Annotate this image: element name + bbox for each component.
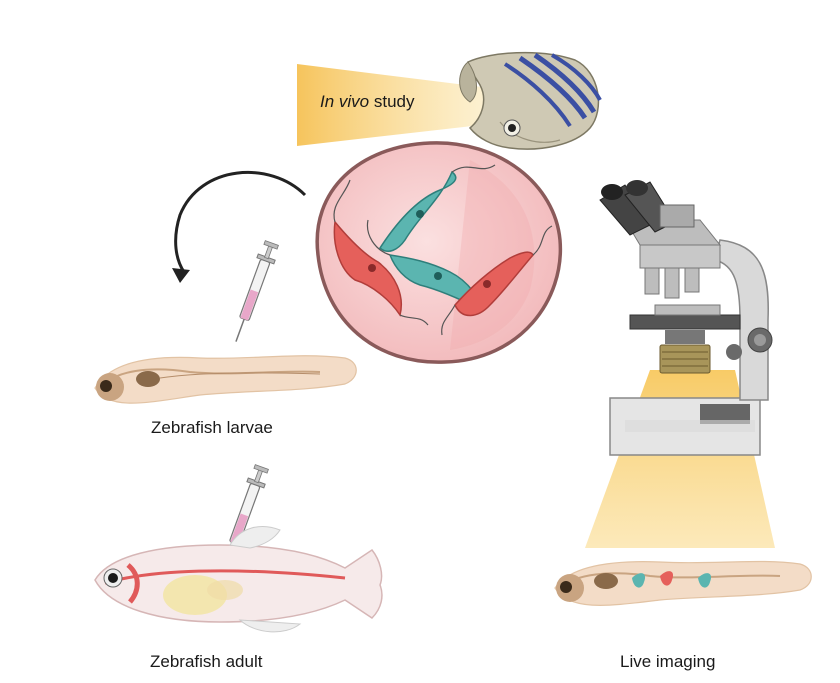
- zebrafish-larva-icon: [554, 560, 812, 606]
- in-vivo-italic: In vivo: [320, 92, 370, 111]
- curved-arrow-icon: [172, 170, 307, 283]
- zebrafish-larva-icon: [94, 355, 357, 404]
- parasite-cell-icon: [315, 141, 563, 364]
- zebrafish-adult-icon: [94, 526, 383, 633]
- live-imaging-label: Live imaging: [620, 652, 716, 671]
- zebrafish-adult-label: Zebrafish adult: [150, 652, 263, 671]
- zebrafish-larvae-label: Zebrafish larvae: [151, 418, 273, 437]
- zebrafish-icon: [459, 51, 602, 150]
- study-light-beam: [297, 64, 490, 146]
- syringe-icon: [235, 240, 279, 342]
- in-vivo-study-label: In vivo study: [320, 92, 415, 112]
- study-text: study: [369, 92, 415, 111]
- microscope-icon: [599, 180, 773, 456]
